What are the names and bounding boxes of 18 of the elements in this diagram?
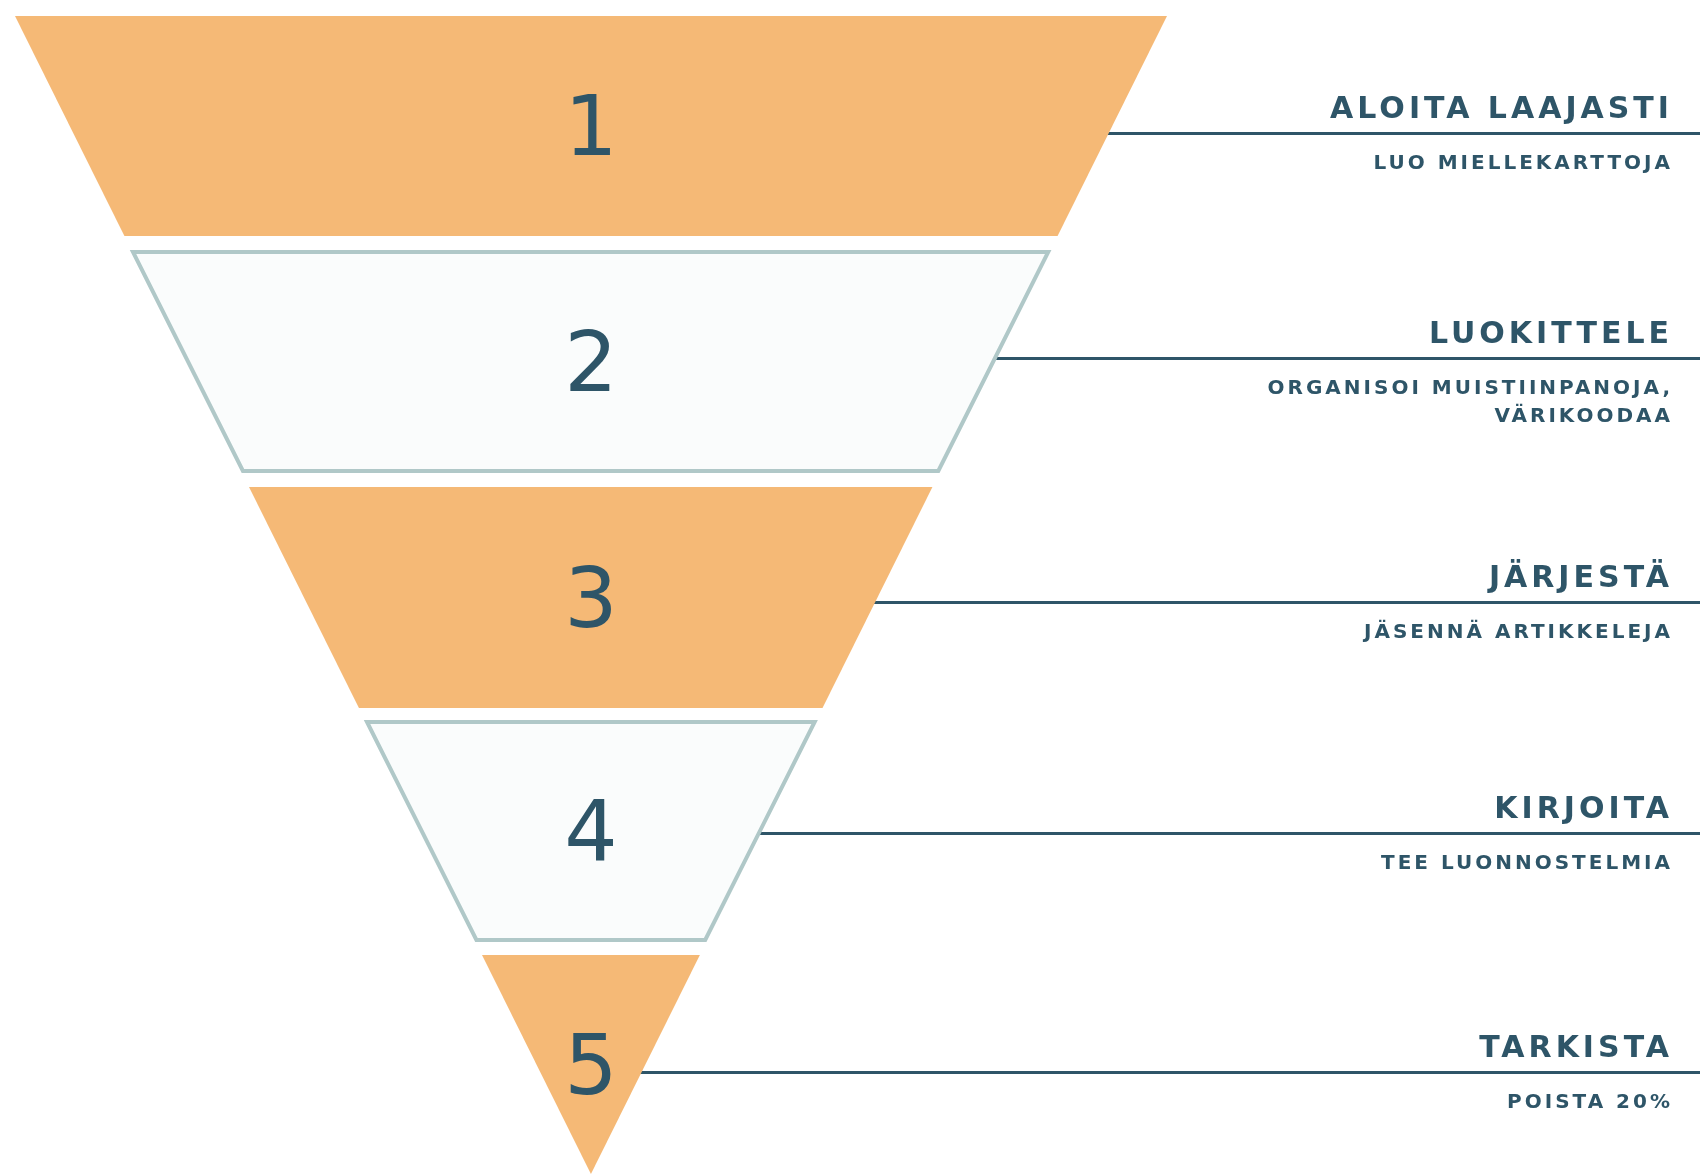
step-description: LUO MIELLEKARTTOJA: [1373, 149, 1673, 176]
leader-line: [639, 1071, 1200, 1074]
step-heading: KIRJOITA: [1494, 790, 1673, 826]
step-description: POISTA 20%: [1507, 1088, 1673, 1115]
step-heading: JÄRJESTÄ: [1488, 559, 1673, 595]
step-number: 5: [563, 1022, 619, 1107]
step-heading: LUOKITTELE: [1428, 315, 1673, 351]
step-number: 2: [563, 319, 619, 404]
leader-line: [873, 601, 1200, 604]
leader-line: [1106, 132, 1200, 135]
step-number: 4: [563, 789, 619, 873]
step-heading: ALOITA LAAJASTI: [1330, 90, 1673, 126]
step-number: 1: [563, 84, 619, 168]
step-heading: TARKISTA: [1479, 1029, 1673, 1065]
step-description: ORGANISOI MUISTIINPANOJA, VÄRIKOODAA: [1266, 374, 1673, 429]
step-number: 3: [563, 555, 619, 640]
step-description: TEE LUONNOSTELMIA: [1381, 849, 1673, 876]
step-description: JÄSENNÄ ARTIKKELEJA: [1364, 618, 1673, 645]
